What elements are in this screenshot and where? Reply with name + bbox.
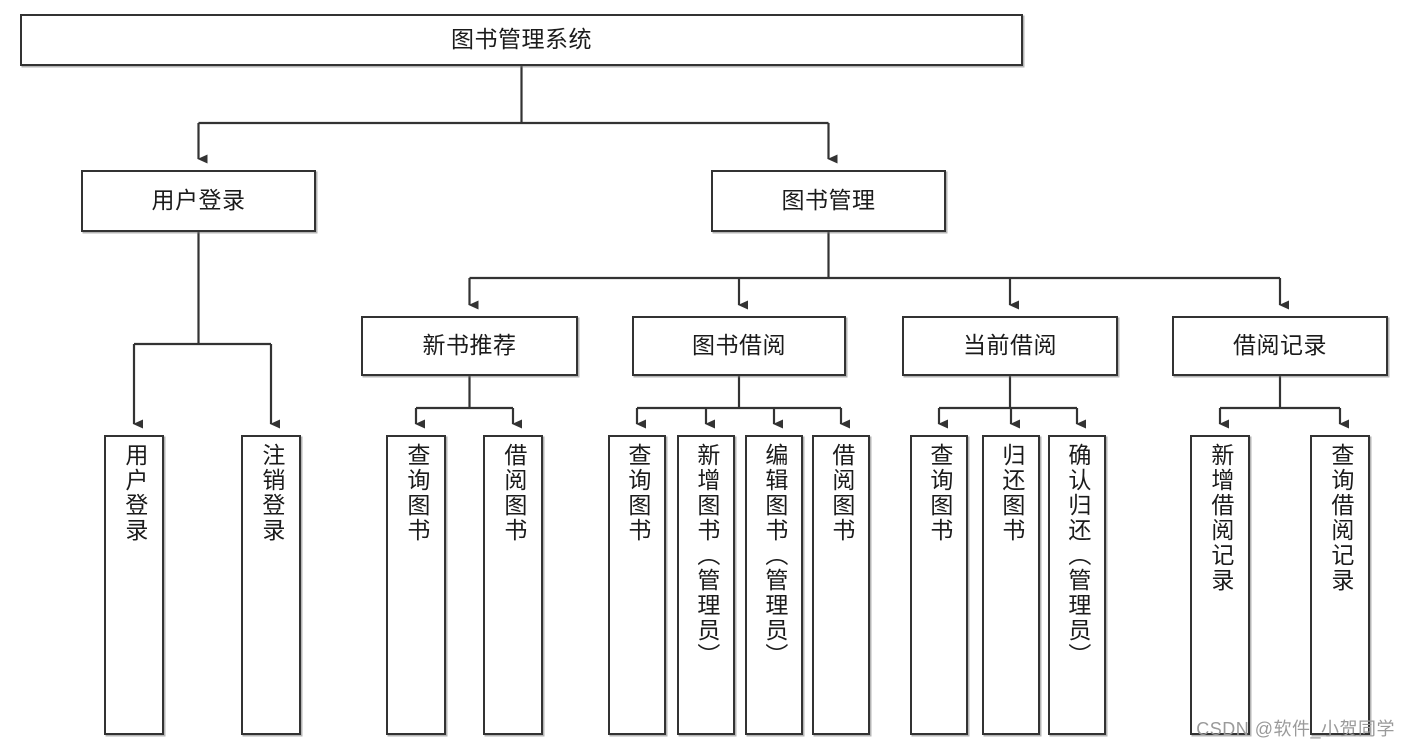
node-leaf-add-book[interactable]: 新增图书（管理员） xyxy=(677,435,735,735)
node-label: 新书推荐 xyxy=(422,332,517,359)
node-borrow-record[interactable]: 借阅记录 xyxy=(1172,316,1388,376)
node-label: 查询图书 xyxy=(403,443,430,543)
node-label: 图书管理 xyxy=(781,187,876,214)
node-label: 用户登录 xyxy=(121,443,148,543)
node-label: 当前借阅 xyxy=(963,332,1057,359)
node-label: 图书借阅 xyxy=(692,332,786,359)
node-leaf-borrow-book-1[interactable]: 借阅图书 xyxy=(483,435,543,735)
node-label: 借阅图书 xyxy=(500,443,527,543)
node-book-borrow[interactable]: 图书借阅 xyxy=(632,316,846,376)
node-label: 借阅图书 xyxy=(828,443,855,543)
node-leaf-return-book[interactable]: 归还图书 xyxy=(982,435,1040,735)
node-label: 注销登录 xyxy=(258,443,285,543)
node-label: 借阅记录 xyxy=(1233,332,1327,359)
node-label: 新增借阅记录 xyxy=(1207,443,1234,593)
node-user-login[interactable]: 用户登录 xyxy=(81,170,316,232)
node-leaf-borrow-book-2[interactable]: 借阅图书 xyxy=(812,435,870,735)
node-label: 用户登录 xyxy=(151,187,246,214)
node-label: 确认归还（管理员） xyxy=(1064,443,1091,668)
node-label: 查询借阅记录 xyxy=(1327,443,1354,593)
node-leaf-query-book-3[interactable]: 查询图书 xyxy=(910,435,968,735)
node-new-book-rec[interactable]: 新书推荐 xyxy=(361,316,578,376)
node-label: 查询图书 xyxy=(926,443,953,543)
node-leaf-query-record[interactable]: 查询借阅记录 xyxy=(1310,435,1370,735)
node-current-borrow[interactable]: 当前借阅 xyxy=(902,316,1118,376)
node-leaf-logout-login[interactable]: 注销登录 xyxy=(241,435,301,735)
node-label: 归还图书 xyxy=(998,443,1025,543)
node-leaf-query-book-2[interactable]: 查询图书 xyxy=(608,435,666,735)
node-label: 编辑图书（管理员） xyxy=(761,443,788,668)
node-label: 查询图书 xyxy=(624,443,651,543)
node-leaf-edit-book[interactable]: 编辑图书（管理员） xyxy=(745,435,803,735)
node-leaf-user-login[interactable]: 用户登录 xyxy=(104,435,164,735)
node-label: 图书管理系统 xyxy=(451,26,592,53)
node-root[interactable]: 图书管理系统 xyxy=(20,14,1023,66)
node-leaf-add-record[interactable]: 新增借阅记录 xyxy=(1190,435,1250,735)
node-leaf-query-book-1[interactable]: 查询图书 xyxy=(386,435,446,735)
node-book-manage[interactable]: 图书管理 xyxy=(711,170,946,232)
node-label: 新增图书（管理员） xyxy=(693,443,720,668)
node-leaf-confirm-return[interactable]: 确认归还（管理员） xyxy=(1048,435,1106,735)
